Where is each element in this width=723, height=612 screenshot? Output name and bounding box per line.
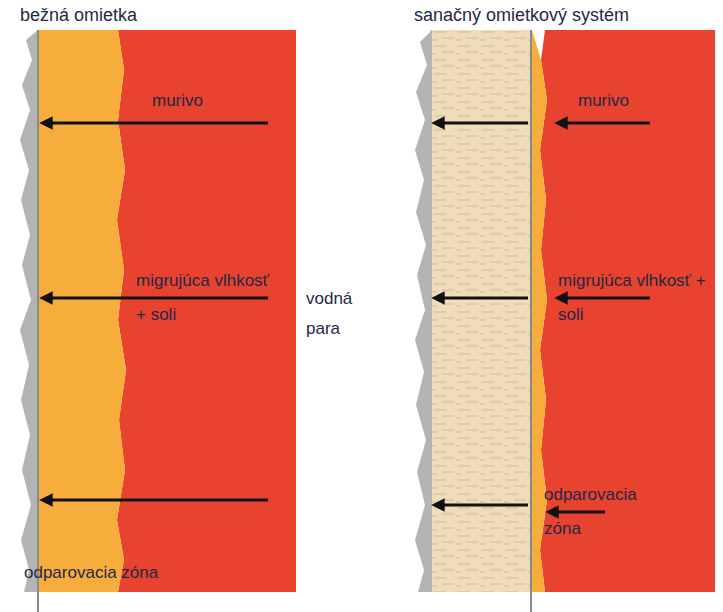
material-label: murivo [152, 90, 272, 112]
flow-label: migrujúca vlhkosť + soli [558, 264, 708, 332]
flow-label: migrujúca vlhkosť + soli [136, 264, 276, 332]
flow-label: vodná para [306, 284, 376, 344]
panel-heading: bežná omietka [20, 4, 240, 26]
zone-label: odparovacia zóna [544, 478, 654, 546]
plain-plaster-wall [20, 30, 296, 612]
panel-heading: sanačný omietkový systém [414, 4, 714, 26]
renovation-plaster-wall [415, 30, 715, 612]
zone-label: odparovacia zóna [24, 562, 284, 584]
material-label: murivo [578, 90, 698, 112]
